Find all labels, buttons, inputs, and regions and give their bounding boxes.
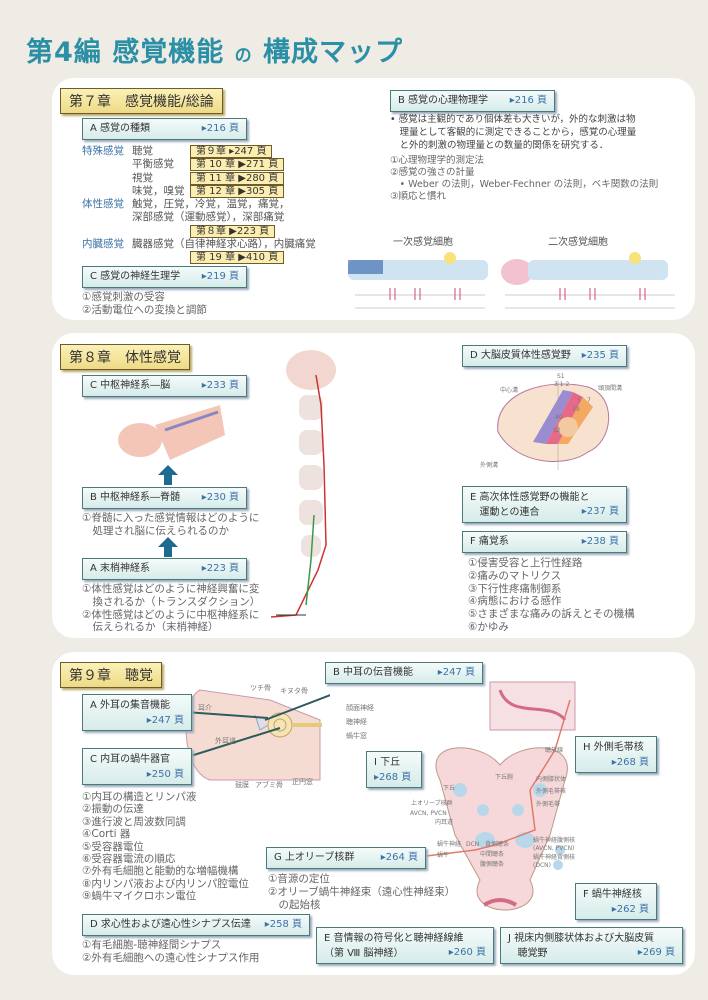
chapter-ref[interactable]: 第 11 章 ▶280 頁	[190, 172, 285, 185]
category-somatic: 体性感覚	[82, 198, 124, 210]
brainstem-label: 内側膝状体	[536, 776, 567, 783]
brainstem-label: 腹側聴条	[480, 861, 505, 868]
somatic-senses: 深部感覚（運動感覚），深部痛覚	[132, 211, 285, 223]
brainstem-label: 背側聴条	[485, 841, 510, 848]
section-8b-items: ①脊髄に入った感覚情報はどのように 処理され脳に伝えられるのか	[82, 512, 260, 537]
brainstem-label: 聴放線	[545, 747, 564, 754]
section-9j[interactable]: J 視床内側膝状体および大脳皮質 聴覚野▸269 頁	[500, 927, 683, 964]
brainstem-label: 下丘	[443, 785, 456, 792]
section-9a[interactable]: A 外耳の集音機能▸247 頁	[82, 694, 192, 731]
chapter8-header: 第８章 体性感覚	[60, 344, 190, 370]
brainstem-label: 蝸牛	[437, 852, 450, 859]
brain-3d-diagram	[118, 405, 225, 460]
arrow-up-icon	[158, 537, 178, 557]
ear-label: アブミ骨	[255, 781, 283, 789]
section-7b-desc: • 感覚は主観的であり個体差も大きいが，外的な刺激は物 理量として客観的に測定で…	[390, 114, 637, 151]
brain-label: 39	[572, 406, 580, 413]
brain-label: 40	[555, 414, 563, 421]
brain-label: 中心溝	[500, 387, 519, 394]
chapter-ref[interactable]: 第９章 ▸247 頁	[190, 145, 273, 158]
chapter-ref[interactable]: 第 10 章 ▶271 頁	[190, 158, 285, 171]
chapter-ref[interactable]: 第 19 章 ▶410 頁	[190, 251, 285, 264]
brainstem-label: 上オリーブ核群	[411, 800, 453, 807]
brain-label: 外側溝	[480, 462, 499, 469]
visceral-senses: 臓器感覚（自律神経求心路），内臓痛覚	[132, 238, 316, 250]
section-9i[interactable]: I 下丘▸268 頁	[366, 751, 422, 788]
brainstem-label: DCN	[466, 841, 480, 848]
brain-label: 7	[587, 397, 591, 404]
spinal-pathway-diagram	[270, 350, 336, 618]
ear-label: 正円窓	[292, 778, 313, 786]
page-title: 第4編 感覚機能 の 構成マップ	[26, 37, 404, 68]
brainstem-label: 蝸牛神経背側核	[533, 854, 576, 861]
brainstem-label: (DCN)	[533, 862, 551, 869]
brainstem-label: 内耳道	[435, 819, 454, 826]
section-8d[interactable]: D 大脳皮質体性感覚野▸235 頁	[462, 345, 627, 367]
section-9c[interactable]: C 内耳の蝸牛器官▸250 頁	[82, 748, 192, 785]
brain-label: 5	[577, 397, 581, 404]
category-special: 特殊感覚	[82, 145, 124, 157]
ear-label: 蝸牛窓	[346, 732, 367, 740]
figure-caption: 二次感覚細胞	[548, 237, 608, 248]
brainstem-label: 蝸牛神経腹側核	[533, 837, 576, 844]
section-8a[interactable]: A 末梢神経系▸223 頁	[82, 558, 247, 580]
brain-label: S2	[553, 427, 561, 434]
somatic-senses: 触覚，圧覚，冷覚，温覚，痛覚，	[132, 198, 290, 210]
brain-label: 頭頂間溝	[598, 385, 623, 392]
ear-diagram	[180, 689, 330, 781]
sense-vision: 視覚	[132, 172, 153, 184]
chapter9-header: 第９章 聴覚	[60, 662, 162, 688]
chapter-ref[interactable]: 第 12 章 ▶305 頁	[190, 185, 285, 198]
section-9g[interactable]: G 上オリーブ核群▸264 頁	[266, 847, 426, 869]
ear-label: 鼓膜	[235, 781, 249, 789]
section-8b[interactable]: B 中枢神経系―脊髄▸230 頁	[82, 487, 247, 509]
section-9h[interactable]: H 外側毛帯核▸268 頁	[575, 736, 657, 773]
ear-label: 聴神経	[346, 718, 367, 726]
brain-label: 3 1 2	[554, 381, 570, 388]
cortex-diagram	[497, 380, 610, 470]
category-visceral: 内臓感覚	[82, 238, 124, 250]
figure-caption: 一次感覚細胞	[393, 237, 453, 248]
section-9f[interactable]: F 蝸牛神経核▸262 頁	[575, 883, 657, 920]
brainstem-label: 中間聴条	[480, 851, 505, 858]
ear-label: ツチ骨	[250, 684, 271, 692]
chapter-ref[interactable]: 第８章 ▶223 頁	[190, 225, 276, 238]
brainstem-auditory-diagram	[409, 681, 576, 911]
section-8a-items: ①体性感覚はどのように神経興奮に変 換されるか（トランスダクション）②体性感覚は…	[82, 583, 261, 634]
chapter7-header: 第７章 感覚機能/総論	[60, 88, 223, 114]
ear-label: 耳介	[198, 704, 212, 712]
receptor-cell-diagram	[348, 252, 675, 309]
brainstem-label: (AVCN, PVCN)	[533, 845, 575, 852]
sense-taste-smell: 味覚，嗅覚	[132, 185, 185, 197]
brain-label: S1	[557, 373, 565, 380]
section-9b[interactable]: B 中耳の伝音機能▸247 頁	[325, 662, 483, 684]
ear-label: 顔面神経	[346, 704, 374, 712]
brainstem-label: 外側毛帯核	[536, 788, 567, 795]
sense-balance: 平衡感覚	[132, 158, 174, 170]
section-7b[interactable]: B 感覚の心理物理学▸216 頁	[390, 90, 555, 112]
ear-label: 外耳道	[215, 737, 236, 745]
arrow-up-icon	[158, 465, 178, 485]
brainstem-label: AVCN, PVCN	[410, 810, 447, 817]
section-7a[interactable]: A 感覚の種類▸216 頁	[82, 118, 247, 140]
section-8c[interactable]: C 中枢神経系―脳▸233 頁	[82, 375, 247, 397]
brainstem-label: 蝸牛神経	[437, 841, 462, 848]
section-7c[interactable]: C 感覚の神経生理学▸219 頁	[82, 266, 247, 288]
sense-hearing: 聴覚	[132, 145, 153, 157]
section-8e[interactable]: E 高次体性感覚野の機能と 運動との連合▸237 頁	[462, 486, 627, 523]
ear-label: キヌタ骨	[280, 687, 308, 695]
section-8f[interactable]: F 痛覚系▸238 頁	[462, 531, 627, 553]
brainstem-label: 外側毛帯	[536, 801, 561, 808]
section-9e[interactable]: E 音情報の符号化と聴神経線維（第 Ⅷ 脳神経）▸260 頁	[316, 927, 494, 964]
brainstem-label: 下丘腕	[495, 774, 514, 781]
section-9d[interactable]: D 求心性および遠心性シナプス伝達▸258 頁	[82, 914, 310, 936]
